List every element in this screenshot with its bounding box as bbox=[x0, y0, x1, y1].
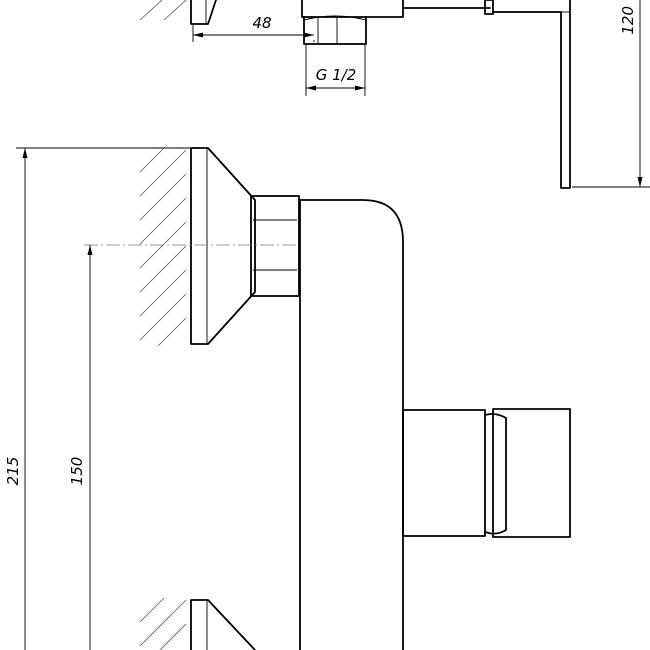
dim-150: 150 bbox=[68, 245, 93, 650]
dim-120: 120 bbox=[572, 0, 650, 188]
lower-flange bbox=[190, 599, 256, 650]
dim-thread: G 1/2 bbox=[305, 44, 366, 96]
handle-cap bbox=[492, 408, 571, 538]
upper-wall-hatch bbox=[139, 147, 187, 347]
upper-flange bbox=[190, 147, 256, 345]
top-body bbox=[301, 0, 404, 18]
handle-collar bbox=[484, 413, 507, 535]
front-view bbox=[84, 147, 571, 650]
dim-48: 48 bbox=[192, 14, 315, 42]
dim-48-label: 48 bbox=[252, 14, 271, 32]
dim-215-label: 215 bbox=[4, 457, 22, 486]
top-view bbox=[139, 0, 571, 189]
dim-215: 215 bbox=[4, 147, 191, 650]
top-outlet-nut bbox=[303, 16, 367, 45]
dim-150-label: 150 bbox=[68, 457, 86, 486]
top-wall-hatch bbox=[139, 0, 187, 21]
top-flange bbox=[190, 0, 217, 25]
dim-120-label: 120 bbox=[619, 6, 637, 35]
lower-wall-hatch bbox=[139, 597, 187, 650]
cartridge-housing bbox=[402, 409, 486, 537]
upper-nut bbox=[250, 195, 300, 297]
top-handle-lever bbox=[492, 0, 571, 189]
dim-thread-label: G 1/2 bbox=[316, 66, 357, 84]
mixer-body bbox=[299, 199, 404, 650]
